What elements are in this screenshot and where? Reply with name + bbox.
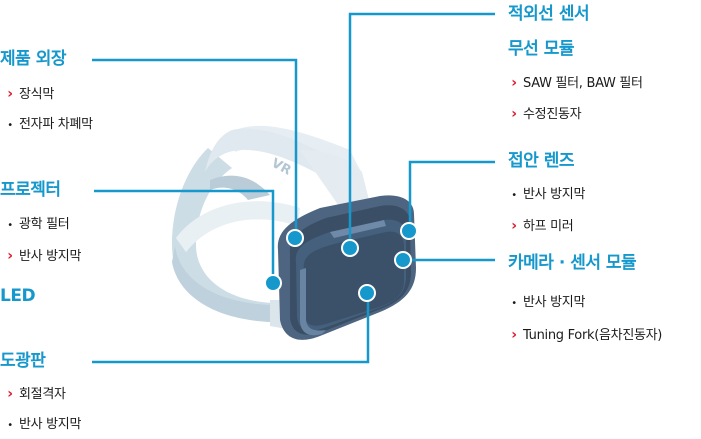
callout-title-eyepiece: 접안 렌즈 (508, 151, 574, 171)
list-item: ›회절격자 (4, 385, 66, 404)
list-item: ›장식막 (4, 85, 54, 104)
leader-exterior (92, 58, 298, 238)
headset-body (277, 195, 416, 340)
list-item: •반사 방지막 (4, 416, 81, 435)
chevron-right-icon: › (7, 86, 13, 102)
list-item: •반사 방지막 (508, 186, 585, 205)
chevron-right-icon: › (7, 386, 13, 402)
bullet-icon: • (511, 190, 517, 201)
callout-title-wireless: 무선 모듈 (508, 39, 574, 59)
list-item: ›SAW 필터, BAW 필터 (508, 74, 643, 93)
bullet-icon: • (511, 298, 517, 309)
callout-title-exterior: 제품 외장 (0, 49, 66, 69)
chevron-right-icon: › (511, 327, 517, 343)
dot-projector (264, 274, 282, 292)
dot-camera (394, 251, 412, 269)
bullet-icon: • (7, 420, 13, 431)
dot-light-guide (358, 284, 376, 302)
bullet-icon: • (7, 220, 13, 231)
chevron-right-icon: › (511, 75, 517, 91)
callout-dots (264, 222, 418, 302)
list-item: ›수정진동자 (508, 105, 581, 124)
list-item: •전자파 차폐막 (4, 116, 93, 135)
chevron-right-icon: › (7, 248, 13, 264)
leader-projector (94, 189, 275, 283)
callout-title-camera: 카메라 · 센서 모듈 (508, 253, 637, 273)
list-item: •반사 방지막 (508, 294, 585, 313)
callout-title-ir-sensor: 적외선 센서 (508, 4, 590, 24)
list-item: ›Tuning Fork(음차진동자) (508, 326, 662, 345)
list-item: •광학 필터 (4, 216, 70, 235)
callout-title-projector: 프로젝터 (0, 180, 61, 200)
callout-title-led: LED (0, 286, 36, 306)
leader-light-guide (92, 293, 370, 364)
callout-title-light-guide: 도광판 (0, 351, 46, 371)
leader-ir-sensor (348, 12, 495, 248)
chevron-right-icon: › (511, 218, 517, 234)
chevron-right-icon: › (511, 106, 517, 122)
leader-lines (92, 12, 495, 364)
dot-exterior (286, 229, 304, 247)
dot-ir-sensor (341, 239, 359, 257)
leader-eyepiece (408, 160, 495, 230)
list-item: ›하프 미러 (508, 217, 574, 236)
list-item: ›반사 방지막 (4, 247, 81, 266)
dot-eyepiece (400, 222, 418, 240)
bullet-icon: • (7, 120, 13, 131)
